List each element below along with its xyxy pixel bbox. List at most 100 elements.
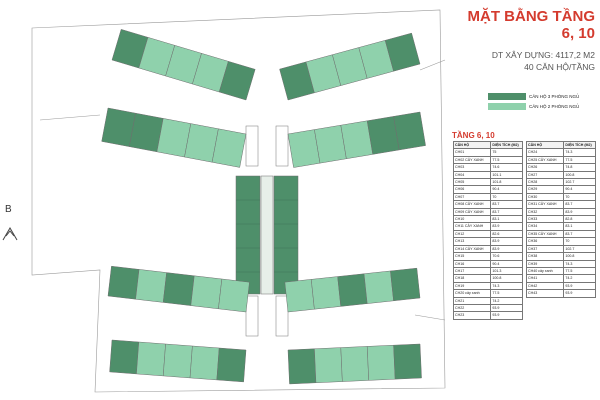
unit-code: CH16 [452,259,492,268]
unit-code: CH11 CÂY XANH [452,222,492,231]
apartment-unit [310,276,342,310]
wing-top-right-inner [287,111,426,168]
apartment-unit [189,345,220,381]
apartment-unit [162,343,193,379]
apartment-unit [340,346,370,382]
apartment-unit [218,278,250,313]
apartment-unit [135,269,167,303]
wing-top-left-inner [101,107,247,168]
compass-label: B [5,204,12,215]
unit-area: 83.9 [490,222,523,231]
unit-area: 74.3 [563,259,596,268]
unit-code: CH21 [452,296,492,305]
unit-code: CH15 [452,252,492,261]
apartment-unit [284,279,315,313]
unit-code: CH27 [525,170,565,180]
apartment-unit [384,32,421,72]
legend-item-2br: CĂN HỘ 2 PHÒNG NGỦ [488,102,590,110]
legend-swatch-2br [488,102,526,110]
unit-code: CH14 CÂY XANH [452,244,492,254]
apartment-unit [366,344,396,381]
apartment-unit [363,270,394,304]
unit-area: 93.9 [563,289,596,298]
unit-area: 77.5 [563,155,596,165]
unit-code: CH26 [525,163,565,172]
legend-swatch-3br [488,92,526,100]
unit-area: 70 [563,192,596,202]
unit-area: 74.3 [490,281,523,291]
apartment-unit [190,275,223,310]
unit-code: CH32 [525,207,565,217]
apartment-unit [211,128,247,168]
unit-code: CH36 [525,237,565,246]
unit-code: CH28 [525,178,565,187]
header-unit: CĂN HỘ [525,140,565,150]
unit-code: CH19 [452,281,492,291]
unit-area: 83.7 [490,207,523,217]
unit-code: CH30 [525,192,565,202]
wing-bottom-right-inner [287,343,422,385]
unit-code: CH10 [452,215,492,224]
unit-area: 77.5 [490,155,523,165]
unit-area: 83.7 [563,200,596,209]
unit-area: 77.5 [563,266,596,276]
unit-area: 75 [490,148,523,157]
unit-area: 74.8 [563,163,596,172]
unit-code: CH25 CÂY XANH [525,155,565,165]
unit-area: 90.4 [490,259,523,268]
wing-bottom-left-inner [109,339,247,383]
unit-area: 100.8 [490,274,523,283]
unit-area: 100.8 [563,170,596,180]
unit-code: CH23 [452,311,492,320]
unit-code: CH09 CÂY XANH [452,207,492,217]
apartment-unit [109,339,140,375]
unit-area: 83.9 [563,207,596,217]
legend-item-3br: CĂN HỘ 3 PHÒNG NGỦ [488,92,590,100]
unit-area: 90.4 [490,185,523,194]
apartment-unit [107,265,140,300]
unit-count: 40 CĂN HỘ/TẦNG [524,62,595,72]
wing-bottom-right-outer [284,267,421,313]
unit-code: CH38 [525,252,565,261]
unit-area: 102.7 [563,178,596,187]
unit-area: 70 [490,192,523,202]
unit-code: CH01 [452,148,492,157]
unit-area: 70 [563,237,596,246]
apartment-unit [393,343,422,380]
north-arrow-icon [2,227,18,241]
unit-code: CH40 cây xanh [525,266,565,276]
unit-code: CH03 [452,163,492,172]
unit-code: CH04 [452,170,492,180]
apartment-unit [287,348,317,385]
site-boundary [31,9,446,393]
unit-code: CH33 [525,215,565,224]
